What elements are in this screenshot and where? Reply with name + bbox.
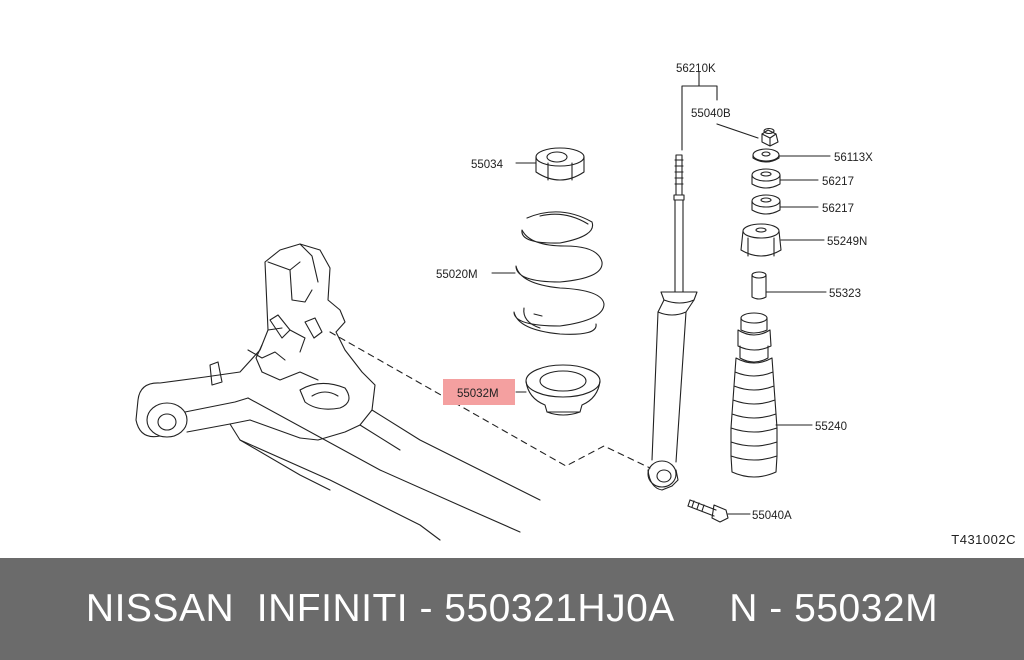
sleeve-55323-drawing xyxy=(751,271,767,300)
callout-55040b: 55040B xyxy=(691,108,731,120)
shock-absorber-drawing xyxy=(647,154,698,491)
footer-part-number: NISSAN INFINITI - 550321HJ0A N - 55032M xyxy=(85,587,939,630)
exploded-parts-diagram: 56210K 55040B 56113X 56217 56217 55249N … xyxy=(135,63,873,541)
washer-56113x-drawing xyxy=(752,148,780,163)
callout-56217-lower: 56217 xyxy=(822,203,854,215)
nut-55040b-drawing xyxy=(761,127,779,147)
callout-55040a: 55040A xyxy=(752,510,792,522)
callout-55034: 55034 xyxy=(471,159,504,171)
footer-bar: NISSAN INFINITI - 550321HJ0A N - 55032M xyxy=(0,558,1024,660)
callout-56113x: 56113X xyxy=(834,152,873,164)
callout-55020m: 55020M xyxy=(436,269,478,281)
callout-leader-lines xyxy=(491,71,831,515)
dust-boot-55240-drawing xyxy=(730,312,778,478)
lower-spring-seat-drawing xyxy=(525,364,601,416)
upper-spring-seat-drawing xyxy=(535,147,585,181)
callout-55249n: 55249N xyxy=(827,236,867,248)
callout-55323: 55323 xyxy=(829,288,861,300)
callout-55240: 55240 xyxy=(815,421,847,433)
mount-rubber-55249n-drawing xyxy=(740,223,782,257)
bushing-56217-lower-drawing xyxy=(751,194,781,215)
callout-56210k: 56210K xyxy=(676,63,716,75)
callout-56217-upper: 56217 xyxy=(822,176,854,188)
rear-axle-beam-drawing xyxy=(135,243,541,541)
highlight-box xyxy=(443,379,515,405)
callout-55032m: 55032M xyxy=(457,388,499,400)
bushing-56217-upper-drawing xyxy=(751,168,781,189)
figure-code: T431002C xyxy=(951,532,1016,547)
coil-spring-drawing xyxy=(513,211,605,335)
bolt-55040a-drawing xyxy=(687,499,729,523)
